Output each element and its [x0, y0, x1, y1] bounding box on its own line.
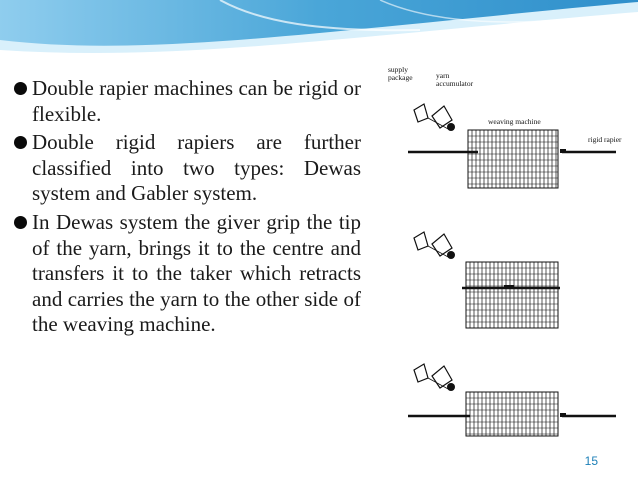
bullet-item: Double rapier machines can be rigid or f…: [14, 76, 361, 127]
yarn-accumulator-icon: [431, 365, 453, 389]
bullet-list: Double rapier machines can be rigid or f…: [14, 76, 361, 341]
bullet-item: In Dewas system the giver grip the tip o…: [14, 210, 361, 338]
bullet-text: Double rigid rapiers are further classif…: [32, 130, 361, 206]
yarn-accumulator-icon: [431, 105, 453, 129]
bullet-dot-icon: [14, 136, 27, 150]
supply-package-icon: [413, 231, 429, 251]
diagram-panel-1: [408, 103, 616, 189]
bullet-text: Double rapier machines can be rigid or f…: [32, 76, 361, 126]
diagram-panel-2: [413, 231, 560, 329]
page-number: 15: [584, 454, 598, 468]
bullet-item: Double rigid rapiers are further classif…: [14, 130, 361, 207]
bullet-text: In Dewas system the giver grip the tip o…: [32, 209, 361, 337]
supply-package-icon: [413, 363, 429, 383]
bullet-dot-icon: [14, 82, 27, 95]
label-rigid-rapier: rigid rapier: [588, 135, 622, 144]
rapier-diagram: supply package yarn accumulator weaving …: [388, 65, 622, 437]
label-yarn-accumulator-line1: yarn: [436, 71, 450, 80]
header-wave-decoration: [0, 0, 638, 64]
supply-package-icon: [413, 103, 429, 123]
label-supply-package-line2: package: [388, 73, 413, 82]
bullet-dot-icon: [14, 215, 27, 229]
label-supply-package-line1: supply: [388, 65, 408, 74]
accumulator-wheel-icon: [447, 251, 455, 259]
label-yarn-accumulator-line2: accumulator: [436, 79, 474, 88]
yarn-accumulator-icon: [431, 233, 453, 257]
accumulator-wheel-icon: [447, 383, 455, 391]
label-weaving-machine: weaving machine: [488, 117, 541, 126]
accumulator-wheel-icon: [447, 123, 455, 131]
diagram-panel-3: [408, 363, 616, 437]
